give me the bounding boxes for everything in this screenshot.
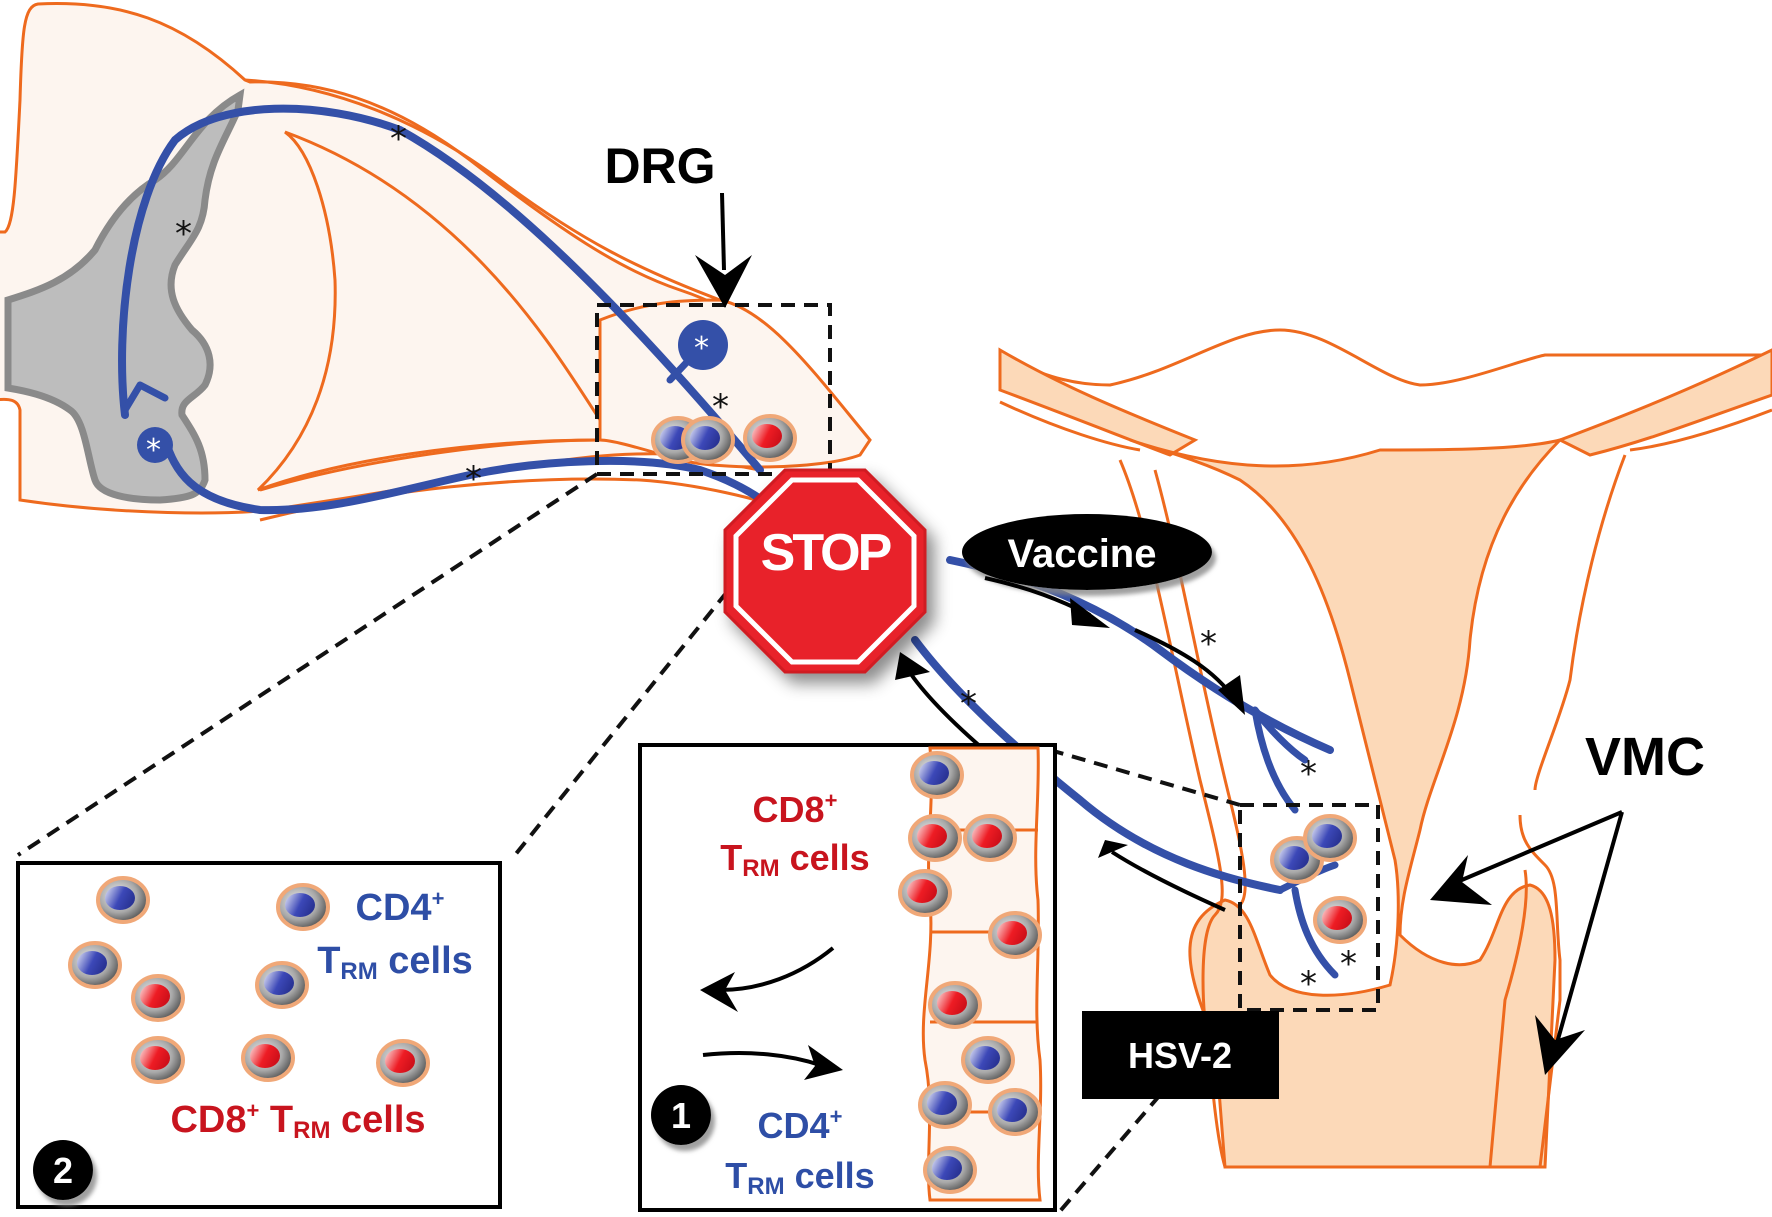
cd8-cell xyxy=(963,814,1017,862)
asterisk-marker: * xyxy=(694,331,709,366)
cd4-cell xyxy=(68,941,122,989)
cd4-cell xyxy=(96,876,150,924)
cd4-cell xyxy=(276,883,330,931)
cd8-cell xyxy=(131,1036,185,1084)
asterisk-marker: * xyxy=(1300,964,1317,1004)
drg-arrow xyxy=(695,192,752,308)
drg-label: DRG xyxy=(604,138,715,194)
cd4-cell xyxy=(923,1146,977,1194)
cd8-label-panel-1: CD8+ xyxy=(753,788,838,830)
hsv2-badge: HSV-2 xyxy=(1082,1011,1279,1099)
cd4-trm-label-panel-1: TRM cells xyxy=(725,1155,874,1200)
asterisk-marker: * xyxy=(960,684,977,724)
vmc-region xyxy=(1049,748,1380,1217)
cd8-cell xyxy=(908,814,962,862)
uterine-tube-right xyxy=(1556,348,1772,457)
cd4-cell xyxy=(681,416,735,464)
cd4-cell xyxy=(255,961,309,1009)
cd8-cell xyxy=(1313,896,1367,944)
vmc-label: VMC xyxy=(1585,727,1705,787)
asterisk-marker: * xyxy=(1340,944,1357,984)
asterisk-marker: * xyxy=(390,119,407,159)
panel-2-frame xyxy=(16,861,502,1209)
cd4-trm-label-panel-2: TRM cells xyxy=(317,940,473,985)
svg-text:2: 2 xyxy=(53,1150,73,1191)
stop-sign: STOP xyxy=(723,468,927,674)
cd4-cell xyxy=(910,751,964,799)
uterine-tube-left xyxy=(998,347,1199,457)
stop-label: STOP xyxy=(761,524,891,582)
asterisk-marker: * xyxy=(1200,624,1217,664)
cd4-cell xyxy=(918,1081,972,1129)
panel-1-vmc-detail: CD8+ TRM cells CD4+ TRM cells 1 xyxy=(638,743,1057,1212)
panel-2-badge: 2 xyxy=(33,1140,93,1200)
cd8-cell xyxy=(988,911,1042,959)
cd8-trm-label-panel-1: TRM cells xyxy=(720,837,869,882)
cd8-cell xyxy=(376,1039,430,1087)
vmc-zoom-box xyxy=(1238,803,1380,1012)
cd8-cell xyxy=(898,869,952,917)
uterus xyxy=(1129,437,1565,1169)
cd4-cell xyxy=(961,1036,1015,1084)
hsv2-label: HSV-2 xyxy=(1128,1035,1232,1076)
sensory-neurons xyxy=(118,104,1339,979)
vmc-arrows xyxy=(1430,810,1624,1075)
cd8-cell xyxy=(241,1034,295,1082)
cd4-cell xyxy=(1303,814,1357,862)
cd8-trm-label-panel-2: CD8+ TRM cells xyxy=(170,1098,425,1144)
asterisk-marker: * xyxy=(465,459,482,499)
asterisk-marker: * xyxy=(146,433,161,468)
panel-1-badge: 1 xyxy=(651,1085,711,1145)
cd4-cell xyxy=(988,1088,1042,1136)
svg-text:1: 1 xyxy=(671,1095,691,1136)
cd4-label-panel-2: CD4+ xyxy=(356,886,445,929)
cd8-cell xyxy=(131,974,185,1022)
cd4-label-panel-1: CD4+ xyxy=(758,1104,843,1146)
asterisk-marker: * xyxy=(712,387,729,427)
drg-zoom-box xyxy=(595,303,832,476)
migration-arrows xyxy=(895,576,1245,912)
panel-2-drg-detail: CD4+ TRM cells CD8+ TRM cells 2 xyxy=(16,861,502,1209)
vaccine-badge: Vaccine xyxy=(962,514,1212,590)
cd8-cell xyxy=(743,414,797,462)
vaccine-label: Vaccine xyxy=(1007,532,1156,576)
asterisk-marker: * xyxy=(1300,754,1317,794)
asterisk-marker: * xyxy=(175,214,192,254)
cd8-cell xyxy=(928,981,982,1029)
